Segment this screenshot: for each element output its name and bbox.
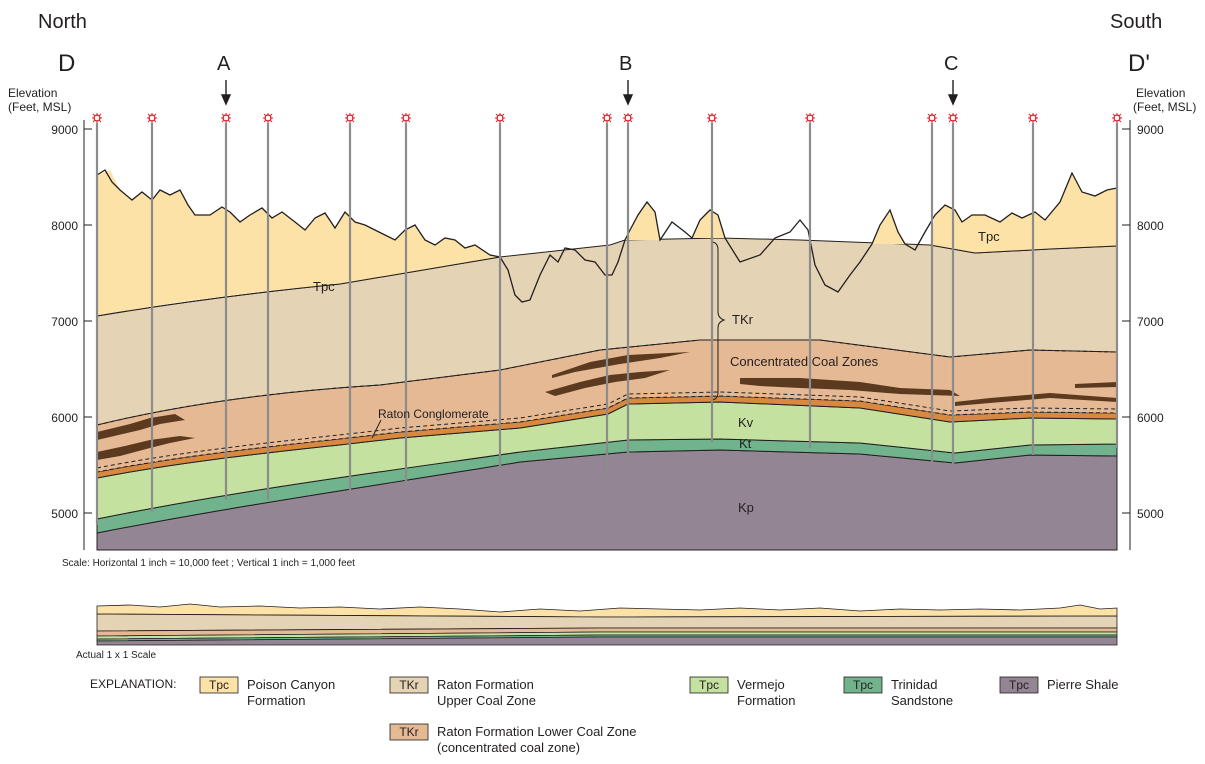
legend-label: Formation [737, 693, 796, 708]
left-tick-label: 6000 [51, 411, 78, 425]
marker-b-label: B [619, 53, 632, 75]
legend-label: Raton Formation [437, 677, 534, 692]
coal-seams [97, 352, 1117, 460]
legend-swatch [843, 676, 883, 694]
label-kp: Kp [738, 500, 754, 515]
legend-code: Tpc [1009, 678, 1029, 692]
explanation-title: EXPLANATION: [90, 677, 176, 691]
legend-label: Sandstone [891, 693, 953, 708]
right-tick-label: 7000 [1137, 315, 1164, 329]
legend-label: Vermejo [737, 677, 785, 692]
left-tick-label: 7000 [51, 315, 78, 329]
actual-scale-section [96, 603, 1118, 646]
right-tick-label: 9000 [1137, 123, 1164, 137]
left-axis-label-1: Elevation [8, 86, 57, 100]
legend-code: Tpc [699, 678, 719, 692]
section-end-d: D [58, 50, 75, 77]
legend-label: (concentrated coal zone) [437, 740, 580, 755]
legend-swatch [389, 676, 429, 694]
right-tick-label: 6000 [1137, 411, 1164, 425]
legend-swatch [999, 676, 1039, 694]
marker-arrows [220, 80, 959, 106]
left-tick-label: 9000 [51, 123, 78, 137]
legend-label: Upper Coal Zone [437, 693, 536, 708]
legend-code: TKr [399, 678, 418, 692]
legend-label: Trinidad [891, 677, 937, 692]
right-tick-label: 8000 [1137, 219, 1164, 233]
wells [92, 113, 1122, 525]
legend-swatch [199, 676, 239, 694]
right-tick-label: 5000 [1137, 507, 1164, 521]
label-kv: Kv [738, 415, 754, 430]
legend-code: Tpc [209, 678, 229, 692]
left-axis-label-2: (Feet, MSL) [8, 100, 71, 114]
elevation-axes: 9000 9000 8000 8000 7000 7000 6000 6000 5000 5000 [51, 120, 1164, 550]
right-axis-label-1: Elevation [1136, 86, 1185, 100]
label-kt: Kt [739, 436, 752, 451]
north-label: North [38, 11, 87, 33]
actual-scale-label: Actual 1 x 1 Scale [76, 650, 156, 661]
label-raton-conglomerate: Raton Conglomerate [378, 407, 489, 421]
section-end-d-prime: D' [1128, 50, 1150, 77]
scale-note: Scale: Horizontal 1 inch = 10,000 feet ;… [62, 558, 355, 569]
legend-code: TKr [399, 725, 418, 739]
south-label: South [1110, 11, 1162, 33]
layer-peaks-middle [625, 202, 905, 244]
marker-c-label: C [944, 53, 958, 75]
label-tpc-south: Tpc [978, 229, 1000, 244]
legend-swatch [389, 723, 429, 741]
legend-label: Formation [247, 693, 306, 708]
layer-poison-canyon [97, 170, 500, 316]
right-axis-label-2: (Feet, MSL) [1133, 100, 1196, 114]
legend-swatch [689, 676, 729, 694]
marker-a-label: A [217, 53, 231, 75]
left-tick-label: 5000 [51, 507, 78, 521]
legend-label: Poison Canyon [247, 677, 335, 692]
left-tick-label: 8000 [51, 219, 78, 233]
legend-label: Pierre Shale [1047, 677, 1119, 692]
legend-label: Raton Formation Lower Coal Zone [437, 724, 636, 739]
label-coal-zones: Concentrated Coal Zones [730, 354, 879, 369]
legend-code: Tpc [853, 678, 873, 692]
label-tkr: TKr [732, 312, 754, 327]
label-tpc-north: Tpc [313, 279, 335, 294]
topographic-surface [96, 169, 1118, 303]
layer-poison-canyon-south [930, 173, 1117, 253]
